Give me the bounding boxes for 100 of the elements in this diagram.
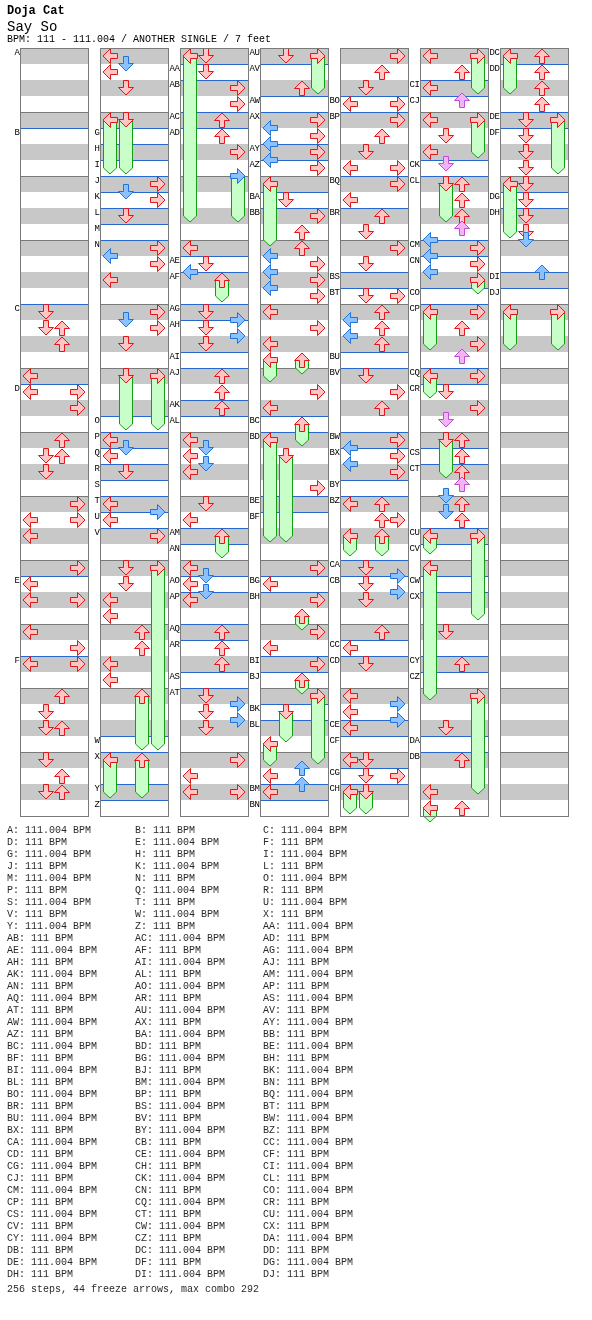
chart-summary: 256 steps, 44 freeze arrows, max combo 292 <box>7 1284 260 1296</box>
bpm-change-label: CV <box>408 544 420 554</box>
bpm-change-label: AR <box>168 640 180 650</box>
bpm-list-entry: N: 111 BPM <box>135 873 195 885</box>
bpm-list-entry: BA: 111.004 BPM <box>135 1029 225 1041</box>
bpm-change-label: BO <box>328 96 340 106</box>
bpm-change-label: AI <box>168 352 180 362</box>
bpm-list-entry: AX: 111 BPM <box>135 1017 201 1029</box>
bpm-change-label: AG <box>168 304 180 314</box>
bpm-list-entry: AQ: 111.004 BPM <box>7 993 97 1005</box>
bpm-list-entry: BW: 111.004 BPM <box>263 1113 353 1125</box>
bpm-list-entry: AT: 111 BPM <box>7 1005 73 1017</box>
bpm-change-label: BV <box>328 368 340 378</box>
bpm-change-label: AT <box>168 688 180 698</box>
bpm-change-label: AP <box>168 592 180 602</box>
bpm-list-entry: BL: 111 BPM <box>7 1077 73 1089</box>
bpm-list-entry: J: 111 BPM <box>7 861 67 873</box>
bpm-change-label: BM <box>248 784 260 794</box>
bpm-list-entry: AE: 111.004 BPM <box>7 945 97 957</box>
bpm-change-label: BY <box>328 480 340 490</box>
bpm-list-entry: BF: 111 BPM <box>7 1053 73 1065</box>
bpm-change-label: CE <box>328 720 340 730</box>
bpm-list-entry: AN: 111 BPM <box>7 981 73 993</box>
bpm-list-entry: CD: 111 BPM <box>7 1149 73 1161</box>
bpm-list-entry: CX: 111 BPM <box>263 1221 329 1233</box>
bpm-change-label: CP <box>408 304 420 314</box>
bpm-list-entry: CG: 111.004 BPM <box>7 1161 97 1173</box>
bpm-list-entry: BR: 111 BPM <box>7 1101 73 1113</box>
bpm-list-entry: CO: 111.004 BPM <box>263 1185 353 1197</box>
bpm-list-entry: AU: 111.004 BPM <box>135 1005 225 1017</box>
bpm-list-entry: AM: 111.004 BPM <box>263 969 353 981</box>
bpm-change-label: AJ <box>168 368 180 378</box>
bpm-list-entry: D: 111 BPM <box>7 837 67 849</box>
bpm-list-entry: AF: 111 BPM <box>135 945 201 957</box>
bpm-list-entry: CA: 111.004 BPM <box>7 1137 97 1149</box>
bpm-list-entry: DJ: 111 BPM <box>263 1269 329 1281</box>
bpm-list-entry: CJ: 111 BPM <box>7 1173 73 1185</box>
bpm-change-label: F <box>13 656 20 666</box>
bpm-change-label: DD <box>488 64 500 74</box>
bpm-list-entry: CB: 111 BPM <box>135 1137 201 1149</box>
bpm-change-label: R <box>93 464 100 474</box>
bpm-change-label: AH <box>168 320 180 330</box>
bpm-list-entry: B: 111 BPM <box>135 825 195 837</box>
bpm-list-entry: BO: 111.004 BPM <box>7 1089 97 1101</box>
bpm-change-label: BK <box>248 704 260 714</box>
bpm-change-label: D <box>13 384 20 394</box>
bpm-change-label: CL <box>408 176 420 186</box>
bpm-change-label: AE <box>168 256 180 266</box>
bpm-list-entry: AV: 111 BPM <box>263 1005 329 1017</box>
bpm-list-entry: C: 111.004 BPM <box>263 825 347 837</box>
bpm-list-entry: AK: 111.004 BPM <box>7 969 97 981</box>
bpm-change-label: O <box>93 416 100 426</box>
song-title: Say So <box>7 19 58 35</box>
bpm-change-label: BF <box>248 512 260 522</box>
bpm-list-entry: BD: 111 BPM <box>135 1041 201 1053</box>
bpm-change-label: BJ <box>248 672 260 682</box>
bpm-change-label: AK <box>168 400 180 410</box>
bpm-list-entry: AY: 111.004 BPM <box>263 1017 353 1029</box>
bpm-change-label: CQ <box>408 368 420 378</box>
bpm-change-label: Y <box>93 784 100 794</box>
bpm-change-label: AS <box>168 672 180 682</box>
bpm-change-label: AM <box>168 528 180 538</box>
bpm-list-entry: CH: 111 BPM <box>135 1161 201 1173</box>
bpm-change-label: BL <box>248 720 260 730</box>
bpm-change-label: C <box>13 304 20 314</box>
bpm-list-entry: BJ: 111 BPM <box>135 1065 201 1077</box>
bpm-change-label: AV <box>248 64 260 74</box>
bpm-change-label: CD <box>328 656 340 666</box>
bpm-list-entry: CU: 111.004 BPM <box>263 1209 353 1221</box>
bpm-list-entry: CL: 111 BPM <box>263 1173 329 1185</box>
bpm-list-entry: Z: 111 BPM <box>135 921 195 933</box>
bpm-list-entry: BV: 111 BPM <box>135 1113 201 1125</box>
bpm-change-label: BQ <box>328 176 340 186</box>
bpm-list-entry: DH: 111 BPM <box>7 1269 73 1281</box>
artist-heading: Doja Cat <box>7 4 65 18</box>
bpm-change-label: J <box>93 176 100 186</box>
bpm-list-entry: V: 111 BPM <box>7 909 67 921</box>
bpm-change-label: CK <box>408 160 420 170</box>
bpm-list-entry: CW: 111.004 BPM <box>135 1221 225 1233</box>
bpm-list-entry: BU: 111.004 BPM <box>7 1113 97 1125</box>
bpm-change-label: AQ <box>168 624 180 634</box>
bpm-list-entry: AO: 111.004 BPM <box>135 981 225 993</box>
bpm-change-label: BE <box>248 496 260 506</box>
bpm-list-entry: DF: 111 BPM <box>135 1257 201 1269</box>
bpm-change-label: BW <box>328 432 340 442</box>
bpm-change-label: BG <box>248 576 260 586</box>
bpm-change-label: BP <box>328 112 340 122</box>
bpm-list-entry: AP: 111 BPM <box>263 981 329 993</box>
bpm-change-label: CN <box>408 256 420 266</box>
bpm-change-label: CX <box>408 592 420 602</box>
bpm-list-entry: AL: 111 BPM <box>135 969 201 981</box>
bpm-change-label: CR <box>408 384 420 394</box>
bpm-list-entry: W: 111.004 BPM <box>135 909 219 921</box>
bpm-change-label: AW <box>248 96 260 106</box>
bpm-change-label: DG <box>488 192 500 202</box>
bpm-change-label: CI <box>408 80 420 90</box>
bpm-list-entry: BY: 111.004 BPM <box>135 1125 225 1137</box>
bpm-list-entry: CQ: 111.004 BPM <box>135 1197 225 1209</box>
bpm-change-label: L <box>93 208 100 218</box>
bpm-change-label: CY <box>408 656 420 666</box>
